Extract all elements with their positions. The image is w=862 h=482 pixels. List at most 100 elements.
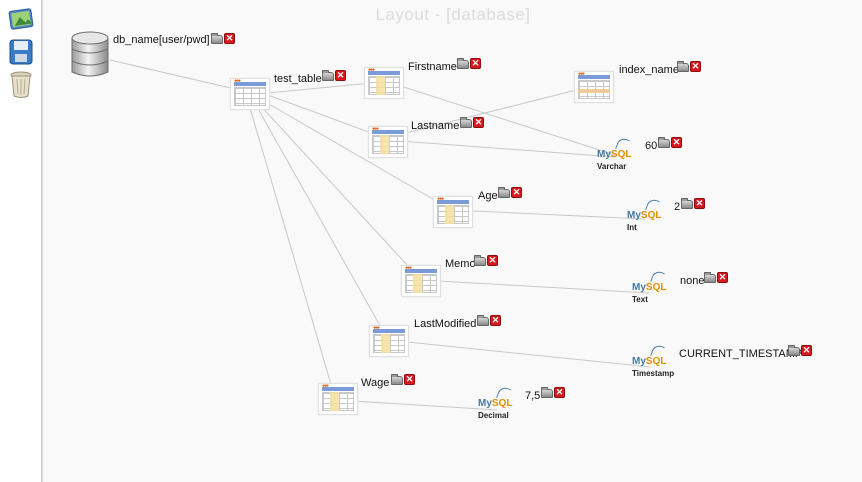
- type-timestamp-delete-button[interactable]: ✕: [801, 345, 812, 356]
- table-delete-button[interactable]: ✕: [335, 70, 346, 81]
- mysql-logo: MySQL: [632, 356, 666, 367]
- field-wage-actions: ✕: [391, 374, 415, 385]
- type-timestamp-actions: ✕: [788, 345, 812, 356]
- type-varchar-actions: ✕: [658, 137, 682, 148]
- table-label: test_table: [274, 73, 322, 85]
- type-varchar-caption: Varchar: [597, 162, 627, 171]
- highlight-column: [381, 334, 390, 353]
- type-decimal-delete-button[interactable]: ✕: [554, 387, 565, 398]
- table-grid: [234, 87, 266, 106]
- mysql-logo-my: My: [597, 149, 611, 160]
- type-decimal-folder-button[interactable]: [541, 387, 553, 398]
- trash-button[interactable]: [6, 69, 36, 98]
- index-folder-button[interactable]: [677, 61, 689, 72]
- mysql-logo-my: My: [627, 210, 641, 221]
- type-decimal-icon[interactable]: MySQL Decimal: [478, 385, 522, 423]
- table-header-bar: [322, 387, 354, 391]
- trash-can-icon: [10, 71, 32, 98]
- field-memo-folder-button[interactable]: [474, 255, 486, 266]
- type-int-actions: ✕: [681, 198, 705, 209]
- field-lastmodified-icon[interactable]: ●●●: [369, 325, 409, 357]
- type-varchar-delete-button[interactable]: ✕: [671, 137, 682, 148]
- field-firstname-actions: ✕: [457, 58, 481, 69]
- field-lastname-icon[interactable]: ●●●: [368, 126, 408, 158]
- field-memo-actions: ✕: [474, 255, 498, 266]
- highlight-column: [380, 135, 389, 154]
- field-age-delete-button[interactable]: ✕: [511, 187, 522, 198]
- field-firstname-delete-button[interactable]: ✕: [470, 58, 481, 69]
- type-int-icon[interactable]: MySQL Int: [627, 197, 671, 235]
- type-text-caption: Text: [632, 295, 648, 304]
- field-age-folder-button[interactable]: [498, 187, 510, 198]
- mysql-logo: MySQL: [627, 210, 661, 221]
- window-dots: ●●●: [234, 78, 241, 84]
- window-dots: ●●●: [322, 383, 329, 389]
- database-node[interactable]: [70, 30, 110, 85]
- field-wage-icon[interactable]: ●●●: [318, 383, 358, 415]
- type-text-actions: ✕: [704, 272, 728, 283]
- highlight-column: [376, 76, 385, 95]
- mysql-logo-sql: SQL: [491, 398, 513, 409]
- field-memo-label: Memo: [445, 258, 476, 270]
- window-dots: ●●●: [372, 126, 379, 132]
- mysql-logo-sql: SQL: [645, 282, 667, 293]
- type-decimal-caption: Decimal: [478, 411, 509, 420]
- index-delete-button[interactable]: ✕: [690, 61, 701, 72]
- save-button[interactable]: [6, 38, 36, 66]
- table-node-icon[interactable]: ●●●: [230, 78, 270, 110]
- table-actions: ✕: [322, 70, 346, 81]
- database-delete-button[interactable]: ✕: [224, 33, 235, 44]
- type-timestamp-folder-button[interactable]: [788, 345, 800, 356]
- field-wage-delete-button[interactable]: ✕: [404, 374, 415, 385]
- field-lastname-delete-button[interactable]: ✕: [473, 117, 484, 128]
- highlight-column: [413, 274, 422, 293]
- window-dots: ●●●: [578, 71, 585, 77]
- table-header-bar: [372, 130, 404, 134]
- type-int-value: 2: [674, 201, 681, 213]
- type-decimal-value: 7,5: [525, 390, 541, 402]
- field-lastmodified-folder-button[interactable]: [477, 315, 489, 326]
- database-folder-button[interactable]: [211, 33, 223, 44]
- field-lastmodified-actions: ✕: [477, 315, 501, 326]
- type-varchar-folder-button[interactable]: [658, 137, 670, 148]
- field-lastname-actions: ✕: [460, 117, 484, 128]
- table-header-bar: [234, 82, 266, 86]
- field-firstname-icon[interactable]: ●●●: [364, 67, 404, 99]
- field-memo-icon[interactable]: ●●●: [401, 265, 441, 297]
- field-lastname-label: Lastname: [411, 120, 460, 132]
- field-lastname-folder-button[interactable]: [460, 117, 472, 128]
- mysql-logo: MySQL: [478, 398, 512, 409]
- field-lastmodified-delete-button[interactable]: ✕: [490, 315, 501, 326]
- image-icon: [8, 8, 34, 30]
- type-timestamp-icon[interactable]: MySQL Timestamp: [632, 343, 676, 381]
- field-memo-delete-button[interactable]: ✕: [487, 255, 498, 266]
- canvas-title: Layout - [database]: [375, 5, 531, 24]
- type-int-delete-button[interactable]: ✕: [694, 198, 705, 209]
- table-header-bar: [373, 329, 405, 333]
- mysql-logo-sql: SQL: [610, 149, 632, 160]
- field-age-icon[interactable]: ●●●: [433, 196, 473, 228]
- type-text-icon[interactable]: MySQL Text: [632, 269, 676, 307]
- field-age-actions: ✕: [498, 187, 522, 198]
- table-folder-button[interactable]: [322, 70, 334, 81]
- floppy-disk-icon: [9, 39, 33, 65]
- type-text-delete-button[interactable]: ✕: [717, 272, 728, 283]
- mysql-logo-my: My: [632, 282, 646, 293]
- mysql-logo: MySQL: [597, 149, 631, 160]
- field-wage-folder-button[interactable]: [391, 374, 403, 385]
- index-actions: ✕: [677, 61, 701, 72]
- window-dots: ●●●: [373, 325, 380, 331]
- type-int-caption: Int: [627, 223, 637, 232]
- table-header-bar: [405, 269, 437, 273]
- index-icon[interactable]: ●●●: [574, 71, 614, 103]
- image-button[interactable]: [6, 6, 36, 34]
- field-firstname-label: Firstname: [408, 61, 457, 73]
- field-firstname-folder-button[interactable]: [457, 58, 469, 69]
- mysql-logo-sql: SQL: [645, 356, 667, 367]
- mysql-logo: MySQL: [632, 282, 666, 293]
- type-varchar-icon[interactable]: MySQL Varchar: [597, 136, 641, 174]
- table-header-bar: [437, 200, 469, 204]
- table-header-bar: [368, 71, 400, 75]
- type-int-folder-button[interactable]: [681, 198, 693, 209]
- type-text-folder-button[interactable]: [704, 272, 716, 283]
